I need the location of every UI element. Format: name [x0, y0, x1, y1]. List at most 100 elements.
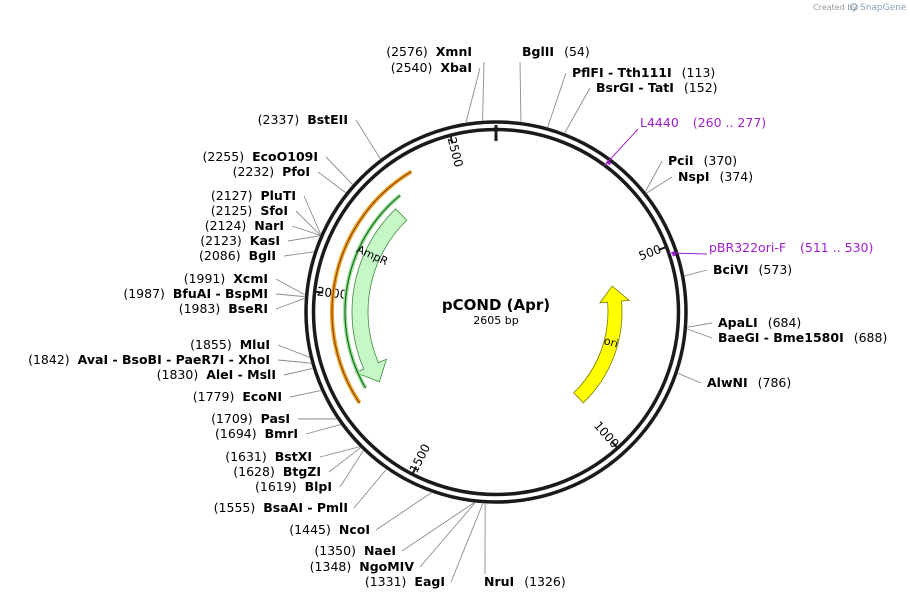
site-label-ngomiv[interactable]: NgoMIV(1348) [310, 559, 415, 574]
site-label-bgli[interactable]: BglI(2086) [199, 248, 276, 263]
site-position: (1445) [289, 522, 331, 537]
primer-name: pBR322ori-F [709, 240, 786, 255]
site-label-blpi[interactable]: BlpI(1619) [255, 479, 332, 494]
site-label-apali[interactable]: ApaLI(684) [718, 315, 801, 330]
primer-label-l4440[interactable]: L4440(260 .. 277) [640, 115, 766, 130]
site-label-btgzi[interactable]: BtgZI(1628) [233, 464, 321, 479]
site-label-bglii[interactable]: BglII(54) [522, 44, 590, 59]
site-leader-line [684, 269, 708, 277]
site-position: (113) [682, 65, 716, 80]
site-label-xbai[interactable]: XbaI(2540) [391, 60, 472, 75]
site-leader-line [275, 278, 305, 296]
site-label-naei[interactable]: NaeI (1350) [314, 543, 396, 558]
site-name: PluTI [260, 188, 296, 203]
site-position: (1855) [190, 337, 232, 352]
site-label-nrui[interactable]: NruI(1326) [484, 574, 566, 589]
site-label-nari[interactable]: NarI(2124) [205, 218, 284, 233]
site-label-bsaai[interactable]: BsaAI - PmlI (1555) [214, 500, 348, 515]
site-position: (374) [720, 169, 754, 184]
site-leader-line [275, 293, 305, 298]
site-label-alwni[interactable]: AlwNI(786) [707, 375, 791, 390]
site-label-pfoi[interactable]: PfoI(2232) [233, 164, 310, 179]
site-position: (688) [854, 330, 888, 345]
site-label-sfoi[interactable]: SfoI(2125) [211, 203, 288, 218]
plasmid-length: 2605 bp [473, 314, 518, 327]
site-leader-line [277, 359, 311, 364]
primer-name: L4440 [640, 115, 679, 130]
site-label-bsrgi[interactable]: BsrGI - TatI(152) [596, 80, 718, 95]
site-position: (2127) [211, 188, 253, 203]
site-name: NaeI [364, 543, 396, 558]
site-leader-line [419, 502, 476, 568]
site-name: PasI [261, 411, 290, 426]
site-label-mlui[interactable]: MluI(1855) [190, 337, 270, 352]
site-name: BglII [522, 44, 554, 59]
site-leader-line [305, 424, 341, 435]
site-position: (1631) [225, 449, 267, 464]
ori-feature-arrow[interactable] [573, 285, 631, 404]
site-position: (2337) [258, 112, 300, 127]
site-label-eagi[interactable]: EagI(1331) [365, 574, 445, 589]
site-leader-line [283, 368, 313, 376]
site-name: XmnI [436, 44, 472, 59]
site-label-bcivi[interactable]: BciVI(573) [713, 262, 792, 277]
site-label-alei[interactable]: AleI - MslI(1830) [157, 367, 276, 382]
site-label-pcii[interactable]: PciI(370) [668, 153, 737, 168]
site-label-ecoNI[interactable]: EcoNI(1779) [193, 389, 282, 404]
site-leader-line [291, 225, 321, 236]
site-label-pasi[interactable]: PasI(1709) [211, 411, 290, 426]
site-label-ncoi[interactable]: NcoI(1445) [289, 522, 370, 537]
site-position: (1350) [314, 543, 356, 558]
site-name: XbaI [440, 60, 472, 75]
site-name: XcmI [233, 271, 268, 286]
site-name: AvaI - BsoBI - PaeR7I - XhoI [78, 352, 270, 367]
site-position: (1628) [233, 464, 275, 479]
ampr-feature-arrow[interactable] [351, 208, 408, 383]
primer-leader-line [668, 252, 708, 255]
site-name: PfoI [282, 164, 310, 179]
site-leader-line [303, 195, 321, 235]
site-label-bfuai[interactable]: BfuAI - BspMI(1987) [123, 286, 268, 301]
site-leader-line [317, 171, 346, 193]
site-label-baegi[interactable]: BaeGI - Bme1580I(688) [718, 330, 887, 345]
site-name: BstXI [275, 449, 312, 464]
site-name: PciI [668, 153, 694, 168]
green-orf-arc-core [344, 194, 401, 389]
site-label-bseri[interactable]: BseRI(1983) [179, 301, 268, 316]
site-position: (1326) [524, 574, 566, 589]
primer-annotations: L4440(260 .. 277) pBR322ori-F(511 .. 530) [603, 115, 873, 257]
site-leader-lines [275, 61, 713, 583]
site-name: BsaAI - PmlI [263, 500, 348, 515]
site-label-bstxi[interactable]: BstXI (1631) [225, 449, 312, 464]
site-position: (1842) [28, 352, 70, 367]
site-position: (2125) [211, 203, 253, 218]
site-leader-line [646, 176, 673, 194]
site-label-nspi[interactable]: NspI(374) [678, 169, 753, 184]
site-leader-line [319, 446, 360, 458]
ring-tick [658, 246, 667, 251]
site-leader-line [277, 344, 310, 358]
site-label-bmri[interactable]: BmrI(1694) [215, 426, 298, 441]
site-name: AlwNI [707, 375, 748, 390]
site-label-pflfi[interactable]: PflFI - Tth111I(113) [572, 65, 715, 80]
site-leader-line [355, 119, 381, 159]
site-label-avai[interactable]: AvaI - BsoBI - PaeR7I - XhoI (1842) [28, 352, 270, 367]
primer-label-pbr322ori[interactable]: pBR322ori-F(511 .. 530) [709, 240, 873, 255]
site-label-xmni[interactable]: XmnI(2576) [386, 44, 472, 59]
site-label-xcmi[interactable]: XcmI(1991) [184, 271, 268, 286]
site-leader-line [687, 322, 713, 328]
site-label-kasi[interactable]: KasI(2123) [200, 233, 280, 248]
plasmid-name: pCOND (Apr) [442, 296, 550, 314]
credit-brand: SnapGene [860, 3, 907, 13]
site-name: KasI [250, 233, 280, 248]
site-leader-line [564, 87, 591, 133]
site-label-bsteii[interactable]: BstEII(2337) [258, 112, 348, 127]
primer-mark [671, 251, 676, 257]
site-leader-line [482, 61, 485, 121]
site-label-ecoo109i[interactable]: EcoO109I(2255) [203, 149, 318, 164]
site-position: (1619) [255, 479, 297, 494]
site-leader-line [547, 72, 567, 128]
site-label-pluti[interactable]: PluTI (2127) [211, 188, 296, 203]
site-position: (1555) [214, 500, 256, 515]
